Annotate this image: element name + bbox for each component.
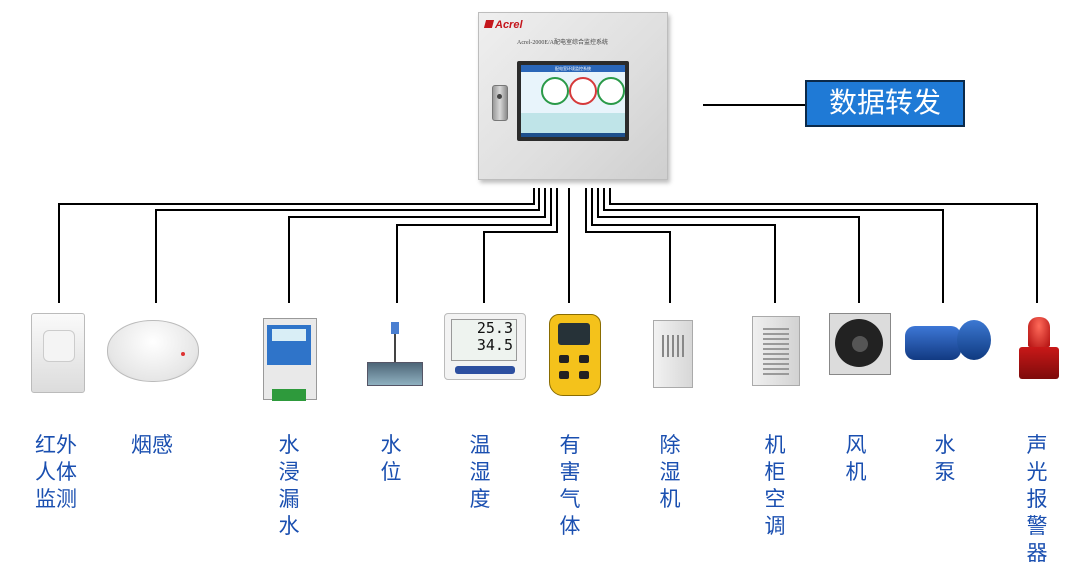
smoke-detector-icon [107,320,199,382]
screen-footer [521,133,625,137]
door-handle-icon [492,85,508,121]
brand-name: Acrel [495,19,523,31]
screen-display: 配电室环境监控系统 [521,65,625,137]
sensor-lens [43,330,75,362]
fan-hub [852,336,868,352]
brand-mark-icon [483,20,495,28]
gas-detector-icon [549,314,601,396]
forward-connector [703,104,805,106]
wire-th [483,188,558,303]
ac-vent [763,325,789,375]
label-smoke: 烟感 [131,433,173,457]
wire-smoke [155,188,540,303]
wire-alarm [609,188,1038,303]
temperature-humidity-meter-icon: 25.3 34.5 [444,313,526,380]
water-tank [367,362,423,386]
gas-key [579,371,589,379]
detector-body [107,320,199,382]
pump-motor [905,326,961,360]
dehumidifier-icon [653,320,693,388]
water-level-sensor-icon [367,322,423,387]
wire-dehum [585,188,671,303]
data-forward-box: 数据转发 [805,80,965,127]
label-fan: 风 机 [845,433,867,484]
brand-logo: Acrel [483,19,523,31]
label-gas: 有 害 气 体 [559,433,581,538]
sound-light-alarm-icon [1019,317,1059,381]
th-buttons [455,366,515,374]
wire-level [396,188,552,303]
alarm-horn [1019,347,1059,379]
level-probe [391,322,399,334]
wire-leak [288,188,546,303]
th-display: 25.3 34.5 [451,319,517,361]
label-ir: 红外 人体 监测 [35,433,77,511]
gauge-icon [569,77,597,105]
humidity-reading: 34.5 [476,336,513,354]
label-leak: 水 浸 漏 水 [278,433,300,538]
label-level: 水 位 [380,433,402,484]
wire-ac [591,188,776,303]
wire-ir [58,188,535,303]
pump-head [957,320,991,360]
probe-cable [394,334,396,364]
monitoring-cabinet: Acrel Acrel-2000E/A配电室综合监控系统 配电室环境监控系统 [478,12,668,180]
infrared-sensor-icon [31,313,85,393]
touch-screen: 配电室环境监控系统 [517,61,629,141]
water-pump-icon [905,318,991,366]
fan-icon [829,313,891,375]
screen-header: 配电室环境监控系统 [521,65,625,72]
temperature-reading: 25.3 [476,319,513,337]
label-ac: 机 柜 空 调 [764,433,786,538]
label-alarm: 声 光 报 警 器 [1026,433,1048,565]
dehumidifier-vent [662,335,684,357]
water-leak-sensor-icon [263,318,317,401]
indicator-led [181,352,185,356]
gauge-icon [541,77,569,105]
wire-fan [597,188,860,303]
terminal-block [272,389,306,401]
gas-display [558,323,590,345]
device-lcd [272,329,306,341]
alarm-lamp [1028,317,1050,347]
wire-pump [603,188,944,303]
label-th: 温 湿 度 [469,433,491,511]
gas-key [579,355,589,363]
gas-key [559,371,569,379]
gauge-icon [597,77,625,105]
cabinet-subtitle: Acrel-2000E/A配电室综合监控系统 [517,40,608,46]
gas-key [559,355,569,363]
cabinet-air-conditioner-icon [752,316,800,386]
label-dehum: 除 湿 机 [659,433,681,511]
label-pump: 水 泵 [934,433,956,484]
